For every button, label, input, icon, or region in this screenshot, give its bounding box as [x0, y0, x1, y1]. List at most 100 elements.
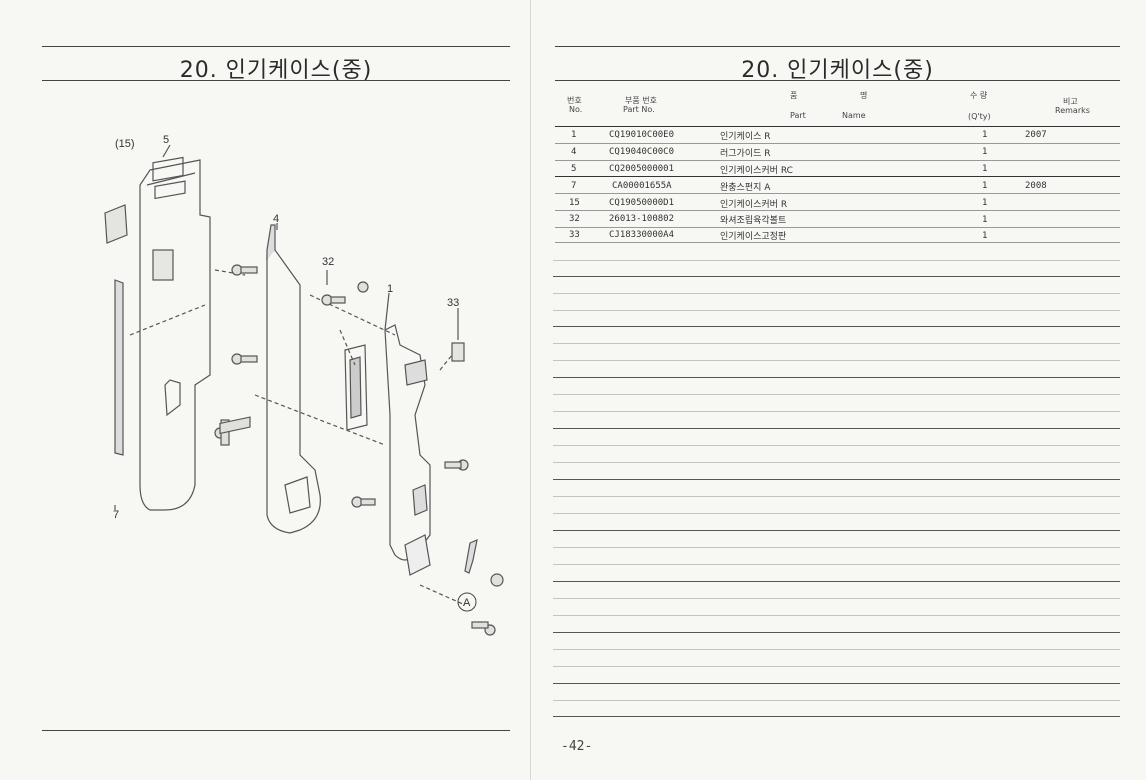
- left-bottom-rule: [42, 730, 510, 731]
- blank-rule: [553, 547, 1120, 548]
- header-bottom-rule: [555, 126, 1120, 127]
- blank-rule: [553, 496, 1120, 497]
- row-divider: [555, 242, 1120, 243]
- blank-rule: [553, 293, 1120, 294]
- blank-rule: [553, 530, 1120, 531]
- row-name: 와셔조립육각볼트: [720, 216, 787, 226]
- blank-rule: [553, 716, 1120, 717]
- blank-rule: [553, 666, 1120, 667]
- blank-rule: [553, 649, 1120, 650]
- header-remarks-en: Remarks: [1055, 106, 1090, 115]
- callout-33: 33: [447, 297, 459, 309]
- row-qty: 1: [982, 215, 988, 225]
- row-name: 인기케이스커버 R: [720, 200, 788, 210]
- blank-rule: [553, 394, 1120, 395]
- left-page-title: 20. 인기케이스(중): [179, 58, 373, 83]
- right-page: [531, 0, 1146, 780]
- row-divider: [555, 193, 1120, 194]
- callout-1: 1: [387, 283, 393, 295]
- row-no: 7: [571, 181, 577, 191]
- row-qty: 1: [982, 130, 988, 140]
- row-divider: [555, 143, 1120, 144]
- header-qty-kr: 수 량: [970, 91, 988, 100]
- right-title-top-rule: [555, 46, 1120, 47]
- header-remarks-kr: 비고: [1063, 97, 1078, 106]
- row-name: 인기케이스 R: [720, 132, 771, 142]
- blank-rule: [553, 360, 1120, 361]
- header-qty-en: (Q'ty): [968, 112, 991, 121]
- callout-7: 7: [113, 509, 119, 521]
- detail-a-circle: [457, 592, 477, 612]
- row-qty: 1: [982, 198, 988, 208]
- blank-rule: [553, 326, 1120, 327]
- blank-rule: [553, 260, 1120, 261]
- blank-rule: [553, 598, 1120, 599]
- exploded-parts-diagram: (15) 5 4 32 1 33 A 7: [104, 134, 504, 636]
- header-part-no-kr: 부품 번호: [625, 96, 657, 105]
- blank-rule: [553, 445, 1120, 446]
- blank-rule: [553, 581, 1120, 582]
- callout-32: 32: [322, 256, 334, 268]
- row-part-no: 26013-100802: [609, 214, 675, 224]
- header-name-en-1: Part: [790, 111, 806, 120]
- row-remarks: 2007: [1025, 130, 1047, 140]
- part-5-cover-outline: [139, 159, 211, 511]
- header-name-kr-2: 명: [860, 91, 868, 100]
- header-no-en: No.: [569, 105, 583, 114]
- row-name: 러그가이드 R: [720, 149, 771, 159]
- row-name: 인기케이스커버 RC: [720, 166, 793, 176]
- row-qty: 1: [982, 181, 988, 191]
- header-name-en-2: Name: [842, 111, 866, 120]
- blank-rule: [553, 700, 1120, 701]
- header-part-no-en: Part No.: [623, 105, 655, 114]
- part-4-guide-outline: [266, 249, 321, 534]
- blank-rule: [553, 632, 1120, 633]
- blank-rule: [553, 310, 1120, 311]
- page-number: -42-: [561, 739, 593, 754]
- row-part-no: CQ19050000D1: [609, 198, 675, 208]
- row-divider: [555, 160, 1120, 161]
- blank-rule: [553, 564, 1120, 565]
- left-title-bottom-rule: [42, 80, 510, 81]
- row-part-no: CA00001655A: [612, 181, 672, 191]
- row-no: 15: [569, 198, 580, 208]
- blank-rule: [553, 428, 1120, 429]
- blank-rule: [553, 377, 1120, 378]
- callout-4: 4: [273, 213, 279, 225]
- callout-5: 5: [163, 134, 169, 146]
- left-title-top-rule: [42, 46, 510, 47]
- blank-rule: [553, 276, 1120, 277]
- row-divider: [555, 227, 1120, 228]
- part-15-small-cover: [104, 204, 128, 244]
- blank-rule: [553, 513, 1120, 514]
- blank-rule: [553, 615, 1120, 616]
- blank-rule: [553, 462, 1120, 463]
- row-no: 5: [571, 164, 577, 174]
- row-no: 1: [571, 130, 577, 140]
- part-33-plate: [451, 342, 465, 362]
- left-page: [0, 0, 531, 780]
- header-name-kr-1: 품: [790, 91, 798, 100]
- callout-a: A: [463, 597, 471, 609]
- row-part-no: CJ18330000A4: [609, 230, 675, 240]
- row-part-no: CQ2005000001: [609, 164, 675, 174]
- row-no: 4: [571, 147, 577, 157]
- row-qty: 1: [982, 164, 988, 174]
- blank-rule: [553, 683, 1120, 684]
- row-no: 33: [569, 230, 580, 240]
- row-qty: 1: [982, 147, 988, 157]
- callout-15: (15): [115, 138, 135, 150]
- row-divider: [555, 176, 1120, 177]
- part-7-sponge: [114, 279, 124, 456]
- row-part-no: CQ19040C00C0: [609, 147, 675, 157]
- row-no: 32: [569, 214, 580, 224]
- blank-rule: [553, 343, 1120, 344]
- row-divider: [555, 210, 1120, 211]
- row-name: 인기케이스고정판: [720, 232, 787, 242]
- header-no-kr: 번호: [567, 96, 582, 105]
- blank-rule: [553, 479, 1120, 480]
- row-part-no: CQ19010C00E0: [609, 130, 675, 140]
- row-qty: 1: [982, 231, 988, 241]
- right-title-bottom-rule: [555, 80, 1120, 81]
- right-page-title: 20. 인기케이스(중): [741, 58, 934, 83]
